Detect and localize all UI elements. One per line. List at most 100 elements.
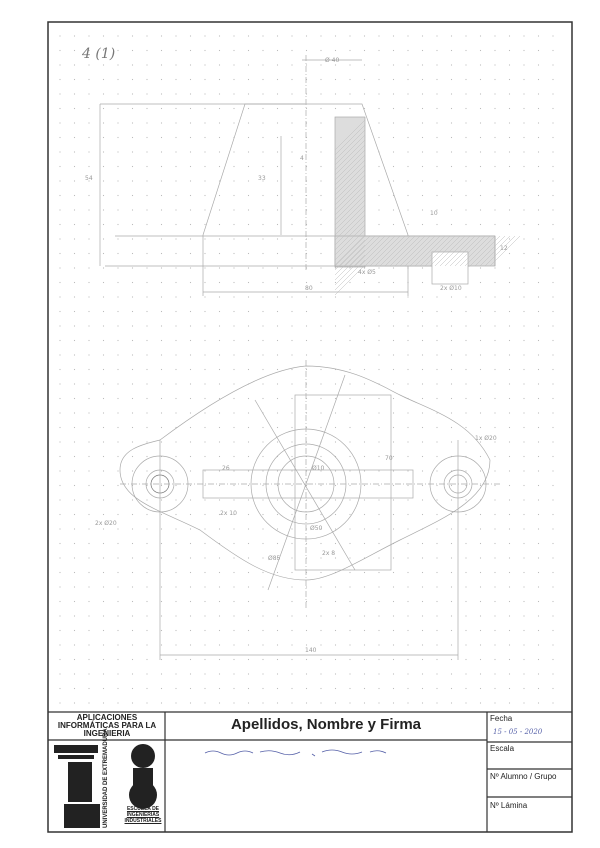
grid-dot xyxy=(349,528,351,530)
grid-dot xyxy=(233,209,235,211)
grid-dot xyxy=(479,281,482,284)
grid-dot xyxy=(537,93,540,95)
grid-dot xyxy=(175,644,177,646)
grid-dot xyxy=(494,600,496,603)
grid-dot xyxy=(291,296,293,298)
grid-dot xyxy=(450,426,453,429)
grid-dot xyxy=(146,238,148,240)
grid-dot xyxy=(262,151,264,153)
grid-dot xyxy=(160,441,163,443)
grid-dot xyxy=(88,426,90,429)
grid-dot xyxy=(479,470,482,472)
grid-dot xyxy=(494,702,496,704)
grid-dot xyxy=(378,93,380,95)
grid-dot xyxy=(262,93,264,95)
grid-dot xyxy=(131,252,134,255)
grid-dot xyxy=(407,35,409,37)
grid-dot xyxy=(305,542,308,545)
grid-dot xyxy=(523,687,525,690)
grid-dot xyxy=(204,412,206,414)
grid-dot xyxy=(508,412,511,414)
grid-dot xyxy=(262,426,264,429)
grid-dot xyxy=(204,64,206,66)
grid-dot xyxy=(552,64,554,66)
hatch-line xyxy=(439,235,471,267)
dimension-label: 70 xyxy=(385,455,393,462)
grid-dot xyxy=(276,702,279,704)
grid-dot xyxy=(175,93,177,95)
grid-dot xyxy=(88,571,90,574)
hatch-line xyxy=(334,154,366,186)
grid-dot xyxy=(204,426,206,429)
grid-dot xyxy=(450,310,453,313)
grid-dot xyxy=(349,615,351,617)
grid-dot xyxy=(160,658,163,661)
grid-dot xyxy=(320,194,322,197)
grid-dot xyxy=(334,49,337,52)
grid-dot xyxy=(363,687,366,690)
grid-dot xyxy=(131,223,134,226)
grid-dot xyxy=(305,644,308,646)
grid-dot xyxy=(407,383,409,385)
grid-dot xyxy=(421,484,424,487)
hatch-line xyxy=(474,235,506,267)
grid-dot xyxy=(233,455,235,458)
grid-dot xyxy=(552,702,554,704)
grid-dot xyxy=(276,78,279,81)
grid-dot xyxy=(102,310,105,313)
grid-dot xyxy=(291,586,293,588)
hatch-line xyxy=(334,174,366,206)
grid-dot xyxy=(378,673,380,675)
grid-dot xyxy=(508,441,511,443)
grid-dot xyxy=(204,484,206,487)
grid-dot xyxy=(204,238,206,240)
grid-dot xyxy=(204,673,206,675)
grid-dot xyxy=(160,615,163,617)
grid-dot xyxy=(407,571,409,574)
grid-dot xyxy=(247,397,250,400)
grid-dot xyxy=(450,93,453,95)
grid-dot xyxy=(552,136,554,139)
grid-dot xyxy=(407,426,409,429)
grid-dot xyxy=(59,499,61,501)
grid-dot xyxy=(117,151,119,153)
grid-dot xyxy=(160,165,163,168)
grid-dot xyxy=(88,484,90,487)
grid-dot xyxy=(508,281,511,284)
grid-dot xyxy=(175,165,177,168)
grid-dot xyxy=(175,223,177,226)
grid-dot xyxy=(160,629,163,632)
grid-dot xyxy=(363,441,366,443)
grid-dot xyxy=(349,64,351,66)
grid-dot xyxy=(262,383,264,385)
grid-dot xyxy=(131,571,134,574)
grid-dot xyxy=(334,658,337,661)
grid-dot xyxy=(262,354,264,356)
grid-dot xyxy=(131,470,134,472)
grid-dot xyxy=(392,49,395,52)
grid-dot xyxy=(552,49,554,52)
grid-dot xyxy=(102,586,105,588)
grid-dot xyxy=(320,93,322,95)
grid-dot xyxy=(218,107,221,110)
grid-dot xyxy=(189,426,192,429)
grid-dot xyxy=(291,702,293,704)
grid-dot xyxy=(102,78,105,81)
grid-dot xyxy=(494,470,496,472)
grid-dot xyxy=(363,325,366,327)
grid-dot xyxy=(262,194,264,197)
grid-dot xyxy=(479,441,482,443)
grid-dot xyxy=(537,586,540,588)
grid-dot xyxy=(407,78,409,81)
grid-dot xyxy=(146,368,148,371)
grid-dot xyxy=(537,600,540,603)
name-heading: Apellidos, Nombre y Firma xyxy=(230,716,422,733)
grid-dot xyxy=(436,673,438,675)
grid-dot xyxy=(88,252,90,255)
grid-dot xyxy=(131,165,134,168)
grid-dot xyxy=(349,658,351,661)
grid-dot xyxy=(465,136,467,139)
grid-dot xyxy=(131,339,134,342)
grid-dot xyxy=(378,499,380,501)
grid-dot xyxy=(73,180,76,182)
